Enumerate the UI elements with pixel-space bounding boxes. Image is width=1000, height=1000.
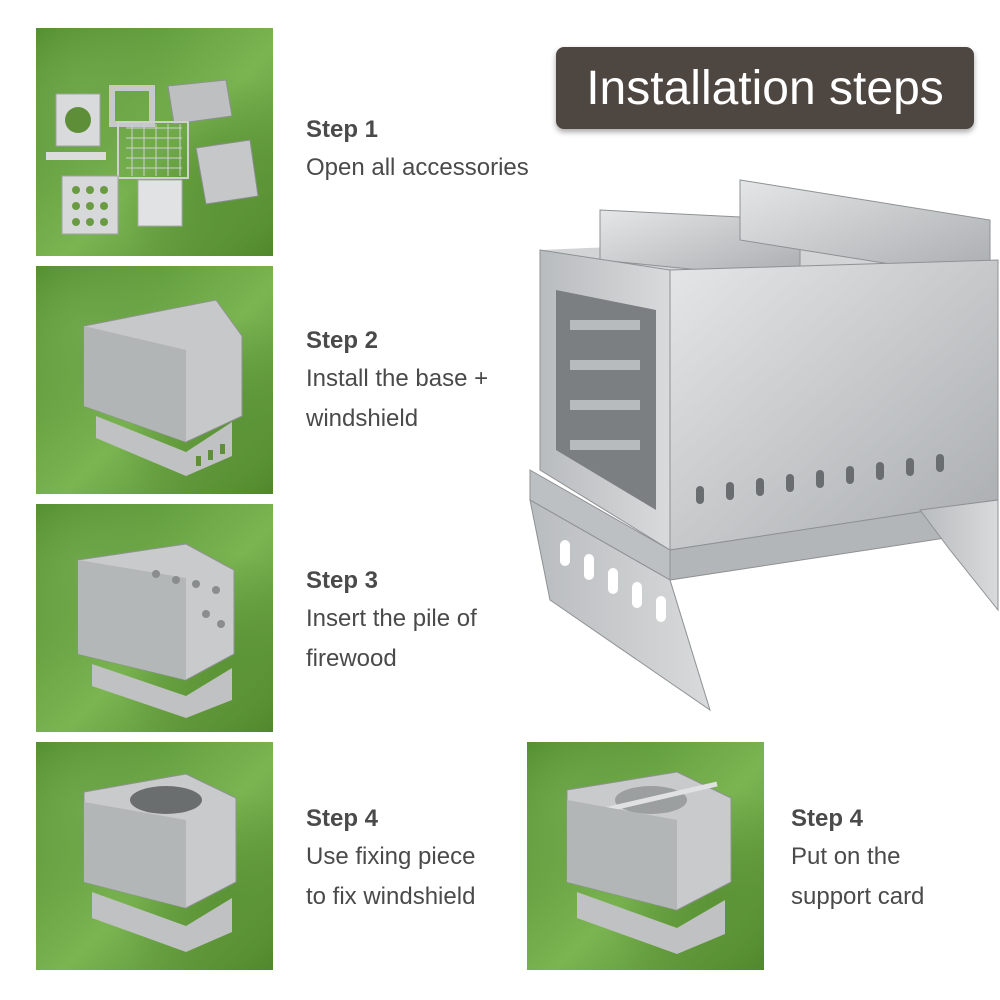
step-2-title: Step 2 — [306, 327, 379, 354]
step-4-text: Use fixing piece to fix windshield — [306, 843, 476, 910]
step-3-text: Insert the pile of firewood — [306, 605, 477, 672]
banner-title: Installation steps — [586, 61, 944, 115]
firewood-photo — [36, 504, 273, 732]
stove-product-photo — [520, 170, 1000, 720]
step-4-title: Step 4 — [306, 805, 379, 832]
step-3-title: Step 3 — [306, 567, 379, 594]
step-1-title: Step 1 — [306, 116, 379, 143]
installation-steps-banner: Installation steps — [556, 47, 974, 129]
step-2-text: Install the base + windshield — [306, 365, 489, 432]
accessories-photo — [36, 28, 273, 256]
base-windshield-photo — [36, 266, 273, 494]
step-5-text: Put on the support card — [791, 843, 925, 910]
step-5-title: Step 4 — [791, 805, 864, 832]
support-card-photo — [527, 742, 764, 970]
fixing-piece-photo — [36, 742, 273, 970]
step-1-text: Open all accessories — [306, 154, 529, 181]
